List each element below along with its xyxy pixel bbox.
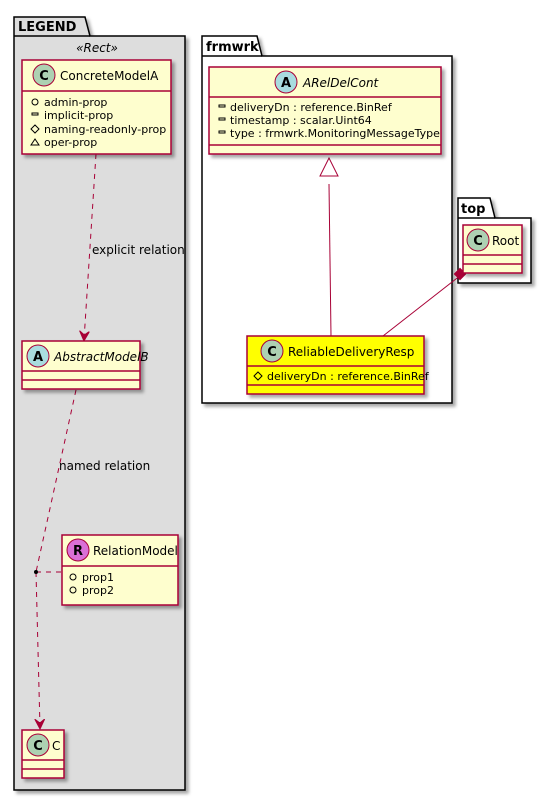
class-name: Root (492, 234, 519, 248)
explicit-relation-line (84, 153, 97, 340)
class-name: AbstractModelB (53, 350, 149, 364)
attribute: timestamp : scalar.Uint64 (230, 114, 372, 127)
class-glyph: C (33, 739, 43, 754)
attribute: prop1 (82, 571, 114, 584)
class-c-icon (32, 63, 56, 87)
class-relation-model[interactable]: R RelationModel prop1 prop2 (61, 534, 179, 606)
class-name: ConcreteModelA (60, 69, 159, 83)
named-relation-line-upper (35, 389, 77, 573)
attribute: prop2 (82, 584, 114, 597)
relations: explicit relation named relation (34, 153, 467, 728)
class-glyph: A (281, 76, 291, 91)
relation-r-icon (66, 538, 90, 562)
attribute: deliveryDn : reference.BinRef (267, 370, 430, 383)
generalization-line (328, 183, 332, 337)
class-reliable-delivery-resp[interactable]: C ReliableDeliveryResp deliveryDn : refe… (246, 335, 430, 395)
class-root[interactable]: C Root (462, 224, 523, 274)
named-relation-label: named relation (59, 459, 150, 473)
attribute: admin-prop (44, 96, 107, 109)
public-visibility-icon (69, 573, 77, 581)
frmwrk-package-title: frmwrk (206, 40, 259, 55)
protected-visibility-icon (253, 371, 263, 381)
private-visibility-icon (31, 112, 39, 116)
named-relation-line-lower (36, 571, 40, 728)
generalization-arrowhead (319, 156, 339, 177)
class-c-icon (260, 339, 284, 363)
class-glyph: C (39, 69, 49, 84)
class-c[interactable]: C C (21, 729, 65, 779)
private-visibility-icon (218, 104, 226, 108)
class-glyph: R (73, 544, 83, 559)
public-visibility-icon (69, 586, 77, 594)
class-glyph: C (267, 345, 277, 360)
legend-stereotype: «Rect» (76, 41, 118, 55)
attribute: deliveryDn : reference.BinRef (230, 101, 393, 114)
composition-line (382, 274, 462, 337)
class-c-icon (26, 733, 50, 757)
relation-junction-dot (34, 570, 38, 574)
class-glyph: C (473, 234, 483, 249)
class-name: ARelDelCont (302, 76, 380, 90)
explicit-relation-label: explicit relation (92, 243, 185, 257)
class-arel-del-cont[interactable]: A ARelDelCont deliveryDn : reference.Bin… (208, 66, 442, 155)
class-c-icon (466, 228, 490, 252)
attribute: oper-prop (44, 136, 97, 149)
package-visibility-icon (30, 138, 40, 146)
class-name: ReliableDeliveryResp (288, 345, 414, 359)
class-name: RelationModel (93, 544, 178, 558)
public-visibility-icon (31, 98, 39, 106)
class-name: C (52, 739, 60, 753)
attribute: implicit-prop (44, 109, 113, 122)
attribute: type : frmwrk.MonitoringMessageType (230, 127, 440, 140)
protected-visibility-icon (30, 124, 40, 134)
legend-package-title: LEGEND (18, 20, 77, 35)
class-abstract-model-b[interactable]: A AbstractModelB (21, 340, 149, 390)
class-concrete-model-a[interactable]: C ConcreteModelA admin-prop implicit-pro… (21, 59, 172, 155)
attribute: naming-readonly-prop (44, 123, 166, 136)
top-package-title: top (461, 202, 485, 217)
abstract-a-icon (274, 70, 298, 94)
abstract-a-icon (26, 344, 50, 368)
class-glyph: A (33, 350, 43, 365)
private-visibility-icon (218, 130, 226, 134)
private-visibility-icon (218, 117, 226, 121)
